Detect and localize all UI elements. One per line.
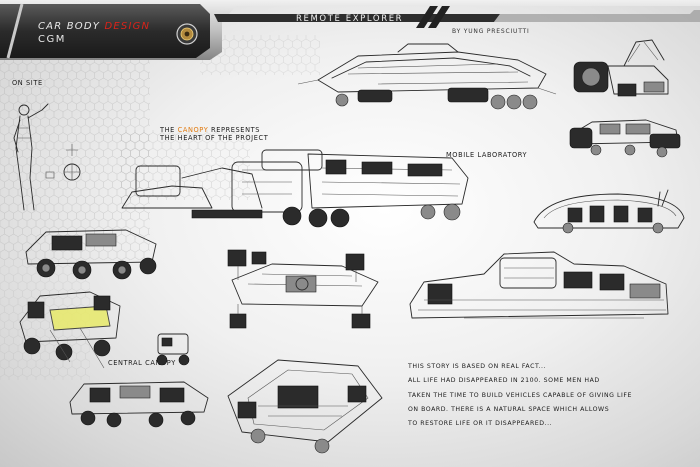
sketch-convoy-main bbox=[121, 149, 469, 228]
sketch-mobile-laboratory bbox=[533, 189, 685, 234]
sketch-rover-bottom-left bbox=[69, 381, 209, 428]
brand-title: CAR BODY DESIGN bbox=[38, 21, 150, 32]
label-mobile-laboratory: MOBILE LABORATORY bbox=[446, 151, 528, 159]
sketch-astronaut bbox=[13, 103, 81, 211]
label-central-canopy: CENTRAL CANOPY bbox=[108, 359, 176, 367]
sketch-crane-module bbox=[573, 39, 669, 97]
story-line: TAKEN THE TIME TO BUILD VEHICLES CAPABLE… bbox=[408, 391, 632, 399]
sketch-rover-left bbox=[25, 229, 157, 280]
author-credit: BY YUNG PRESCIUTTI bbox=[452, 28, 530, 35]
header-bar bbox=[0, 0, 700, 60]
label-canopy-prefix: THE bbox=[160, 126, 178, 134]
label-on-site: ON SITE bbox=[12, 79, 43, 87]
page-title: REMOTE EXPLORER bbox=[296, 14, 404, 24]
story-text: THIS STORY IS BASED ON REAL FACT... ALL … bbox=[408, 360, 698, 431]
brand-subtitle: CGM bbox=[38, 34, 66, 45]
label-canopy-suffix: REPRESENTS bbox=[208, 126, 261, 134]
brand-title-accent: DESIGN bbox=[104, 21, 151, 32]
sketch-rover-side bbox=[569, 119, 681, 158]
sketch-rover-bottom-iso bbox=[227, 359, 383, 454]
story-line: ALL LIFE HAD DISAPPEARED IN 2100. SOME M… bbox=[408, 377, 600, 385]
label-canopy-accent: CANOPY bbox=[177, 126, 209, 134]
sketch-explorer-top bbox=[297, 43, 557, 110]
label-canopy: THE CANOPY REPRESENTS bbox=[160, 126, 260, 134]
label-canopy-line2: THE HEART OF THE PROJECT bbox=[160, 134, 269, 142]
story-line: THIS STORY IS BASED ON REAL FACT... bbox=[408, 363, 547, 370]
story-line: TO RESTORE LIFE OR IT DISAPPEARED... bbox=[408, 420, 553, 428]
sketch-canopy-exploded bbox=[227, 249, 379, 329]
sketch-mini-rover bbox=[156, 333, 190, 366]
sketch-expedition-truck bbox=[409, 251, 669, 319]
story-line: ON BOARD. THERE IS A NATURAL SPACE WHICH… bbox=[408, 405, 610, 413]
sketch-central-canopy-parts bbox=[19, 291, 121, 369]
brand-title-prefix: CAR BODY bbox=[38, 21, 105, 32]
